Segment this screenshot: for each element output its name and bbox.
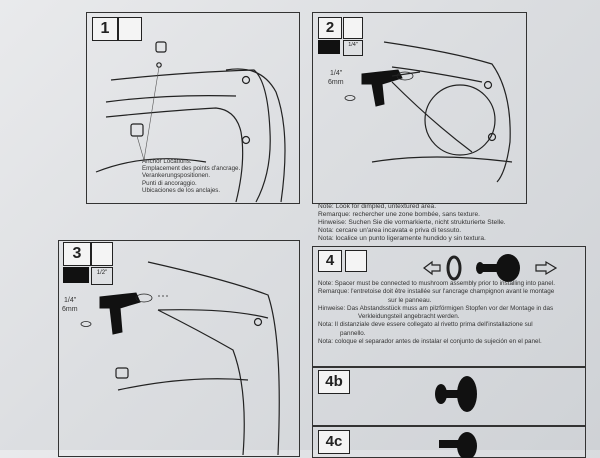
step-3-size-label: 6mm xyxy=(62,306,78,313)
step-2-icon xyxy=(343,17,363,39)
dimple-note-de: Hinweise: Suchen Sie die vormarkierte, n… xyxy=(318,219,506,226)
step-3-number: 3 xyxy=(63,242,91,266)
dimple-note-en: Note: Look for dimpled, untextured area. xyxy=(318,203,437,210)
dimple-note-es: Nota: localice un punto ligeramente hund… xyxy=(318,235,486,242)
spacer-note-it: Nota: Il distanziale deve essere collega… xyxy=(318,321,533,329)
step-1-panel xyxy=(86,12,300,204)
anchor-caption-it: Punti di ancoraggio. xyxy=(142,179,197,187)
spacer-note-de-2: Verkleidungsteil angebracht werden. xyxy=(358,313,460,321)
spacer-note-de: Hinweise: Das Abstandsstück muss am pilz… xyxy=(318,304,554,312)
spacer-note-fr: Remarque: l'entretoise doit être install… xyxy=(318,288,555,296)
anchor-caption-de: Verankerungspositionen. xyxy=(142,172,211,180)
step-4-panel xyxy=(312,246,586,368)
step-4b-panel xyxy=(312,366,586,426)
step-1-diagram xyxy=(95,41,286,203)
step-4c-number: 4c xyxy=(318,430,350,454)
step-4-number: 4 xyxy=(318,250,342,272)
drill-icon-2 xyxy=(318,40,340,54)
step-1-number: 1 xyxy=(92,17,118,41)
dimple-note-fr: Remarque: rechercher une zone bombée, sa… xyxy=(318,211,481,218)
spacer-note-en: Note: Spacer must be connected to mushro… xyxy=(318,280,555,287)
step-3-tool-label: 1/4" xyxy=(64,297,77,304)
step-4c-diagram xyxy=(439,432,477,458)
anchor-locations-caption: Anchor Locations. Emplacement des points… xyxy=(142,158,292,194)
dimple-note-it: Nota: cercare un'area incavata e priva d… xyxy=(318,227,462,234)
step-2-number: 2 xyxy=(318,17,342,39)
step-1-icon xyxy=(118,17,142,41)
step-3-diagram xyxy=(80,261,280,456)
dimple-note: Note: Look for dimpled, untextured area.… xyxy=(318,203,588,243)
step-4b-diagram xyxy=(435,376,477,412)
step-3-box-label: 1/2" xyxy=(91,267,113,285)
spacer-note-fr-2: sur le panneau. xyxy=(388,296,432,304)
step-4b-number: 4b xyxy=(318,370,350,394)
step-3-icon xyxy=(91,242,113,266)
step-4-icon xyxy=(345,250,367,272)
step-2-tool-label: 1/4" xyxy=(330,70,343,77)
step-2-panel xyxy=(312,12,527,204)
spacer-note: Note: Spacer must be connected to mushro… xyxy=(318,280,580,346)
drill-icon-3 xyxy=(63,267,89,283)
step-2-box-label: 1/4" xyxy=(343,40,363,56)
spacer-note-es: Nota: coloque el separador antes de inst… xyxy=(318,338,542,346)
anchor-caption-fr: Emplacement des points d'ancrage. xyxy=(142,165,241,173)
step-2-size-label: 6mm xyxy=(328,79,344,86)
spacer-mushroom-diagram xyxy=(423,254,558,282)
step-2-diagram xyxy=(344,41,513,183)
spacer-note-it-2: pannello. xyxy=(340,329,366,337)
anchor-caption-es: Ubicaciones de los anclajes. xyxy=(142,186,221,194)
anchor-caption-en: Anchor Locations. xyxy=(142,158,192,165)
